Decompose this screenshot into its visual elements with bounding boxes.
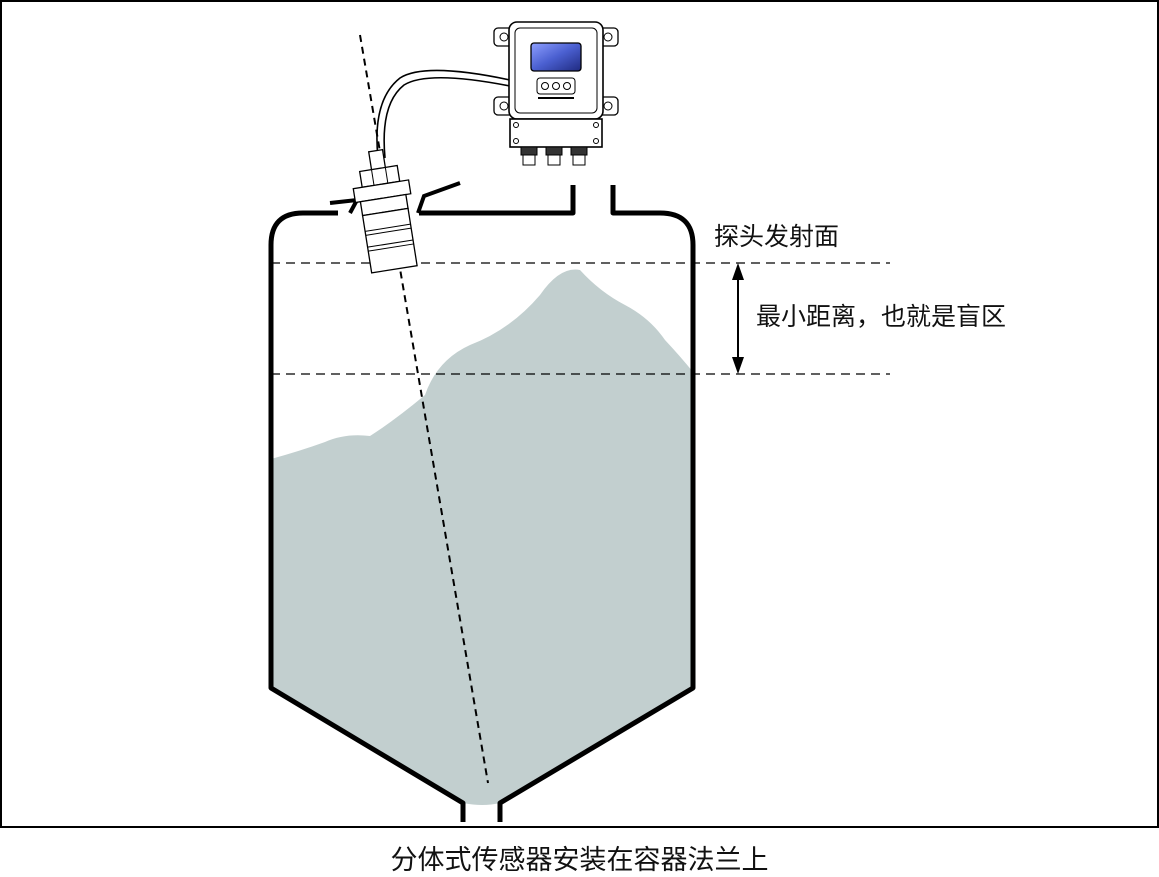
material-fill: [271, 269, 693, 805]
figure-caption: 分体式传感器安装在容器法兰上: [390, 845, 769, 876]
ultrasonic-probe: [352, 148, 418, 274]
transmitter-enclosure: [493, 21, 619, 166]
cable-glands: [520, 146, 588, 166]
probe-surface-label: 探头发射面: [714, 222, 839, 251]
display-screen: [530, 42, 582, 72]
probe-cable: [376, 69, 511, 159]
silo-outline: [268, 185, 696, 822]
min-distance-label: 最小距离，也就是盲区: [756, 302, 1006, 331]
blind-zone-arrow: [732, 263, 744, 374]
